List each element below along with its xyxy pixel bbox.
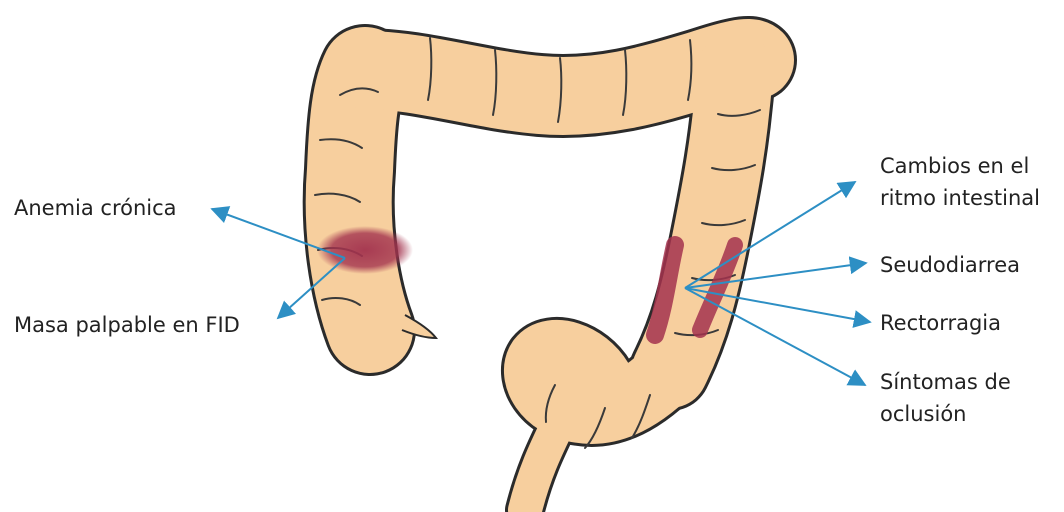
colon-fill	[349, 58, 755, 510]
label-seudodiarrea: Seudodiarrea	[880, 249, 1020, 281]
label-line: oclusión	[880, 398, 1011, 430]
label-line: ritmo intestinal	[880, 182, 1040, 214]
label-line: Rectorragia	[880, 307, 1001, 339]
label-line: Síntomas de	[880, 366, 1011, 398]
label-sintomas-oclusion: Síntomas de oclusión	[880, 366, 1011, 430]
label-rectorragia: Rectorragia	[880, 307, 1001, 339]
label-masa-palpable: Masa palpable en FID	[14, 309, 240, 341]
colon	[315, 38, 760, 510]
tumor-right-colon	[317, 226, 413, 274]
label-line: Cambios en el	[880, 150, 1040, 182]
label-cambios-ritmo: Cambios en el ritmo intestinal	[880, 150, 1040, 214]
label-line: Anemia crónica	[14, 192, 177, 224]
label-anemia-cronica: Anemia crónica	[14, 192, 177, 224]
label-line: Seudodiarrea	[880, 249, 1020, 281]
label-line: Masa palpable en FID	[14, 309, 240, 341]
